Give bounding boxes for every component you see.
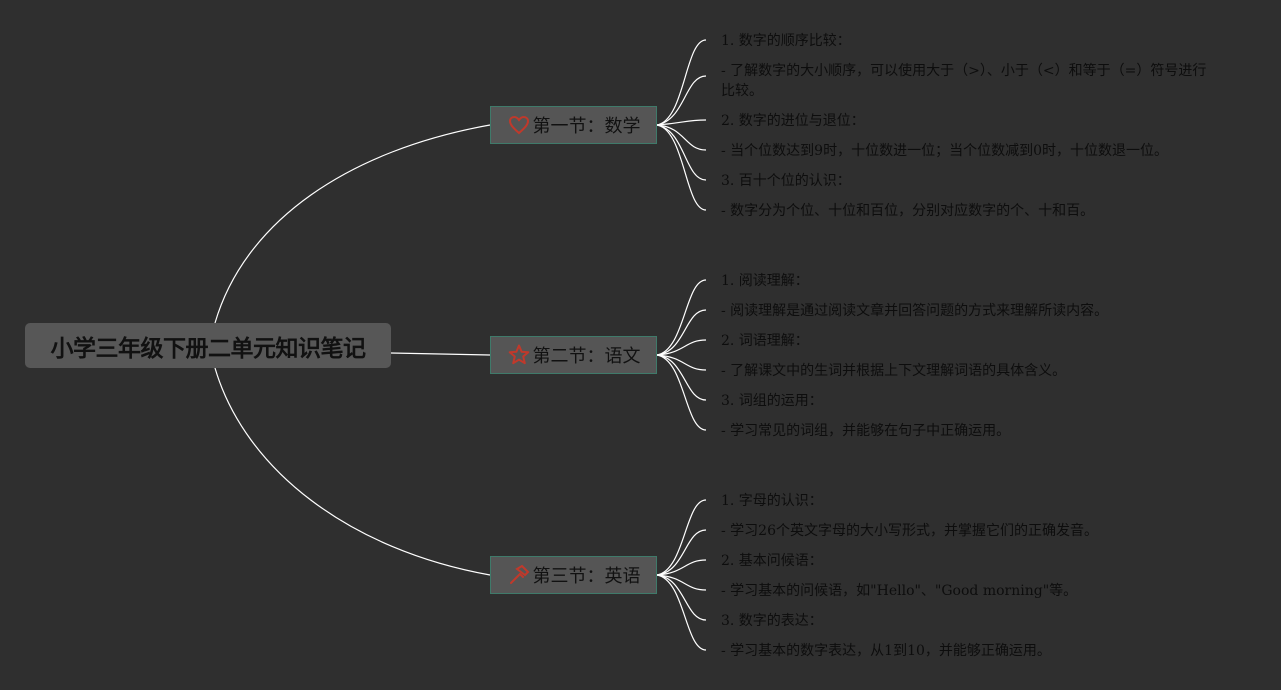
section-3-leaf-2-connector [656, 529, 707, 576]
heart-icon [507, 113, 531, 137]
section-3-leaf-1-connector [656, 499, 707, 576]
leaf-text[interactable]: - 了解数字的大小顺序，可以使用大于（>）、小于（<）和等于（=）符号进行比较。 [721, 63, 1207, 99]
section-node-math[interactable]: 第一节：数学 [490, 106, 657, 144]
section-1-leaf-2-connector [656, 75, 707, 126]
leaf-text[interactable]: 3. 词组的运用： [721, 393, 823, 409]
leaf-text[interactable]: - 学习常见的词组，并能够在句子中正确运用。 [721, 423, 1011, 439]
leaf-text[interactable]: - 学习26个英文字母的大小写形式，并掌握它们的正确发音。 [721, 523, 1098, 539]
leaf-text[interactable]: 2. 数字的进位与退位： [721, 113, 865, 129]
section-2-leaf-5-connector [656, 354, 707, 401]
section-node-chinese[interactable]: 第二节：语文 [490, 336, 657, 374]
leaf-text[interactable]: - 阅读理解是通过阅读文章并回答问题的方式来理解所读内容。 [721, 303, 1109, 319]
section-2-leaf-1-connector [656, 279, 707, 356]
section-2-leaf-6-connector [656, 354, 707, 431]
hammer-icon [507, 563, 531, 587]
leaf-text[interactable]: 1. 字母的认识： [721, 493, 823, 509]
section-1-leaf-4-connector [656, 124, 707, 151]
section-1-leaf-1-connector [656, 39, 707, 126]
section-3-leaf-5-connector [656, 574, 707, 621]
section-3-leaf-3-connector [656, 559, 707, 576]
section-node-english[interactable]: 第三节：英语 [490, 556, 657, 594]
section-1-leaf-6-connector [656, 124, 707, 211]
root-to-section-1-connector [214, 124, 491, 324]
section-2-leaf-3-connector [656, 339, 707, 356]
leaf-text[interactable]: - 当个位数达到9时，十位数进一位；当个位数减到0时，十位数退一位。 [721, 143, 1168, 159]
leaf-text[interactable]: 1. 数字的顺序比较： [721, 33, 851, 49]
section-2-leaf-2-connector [656, 309, 707, 356]
leaf-text[interactable]: - 数字分为个位、十位和百位，分别对应数字的个、十和百。 [721, 203, 1095, 219]
leaf-text[interactable]: 1. 阅读理解： [721, 273, 809, 289]
root-to-section-2-connector [390, 352, 491, 356]
root-to-section-3-connector [214, 367, 491, 576]
root-topic[interactable]: 小学三年级下册二单元知识笔记 [25, 323, 391, 368]
leaf-text[interactable]: 2. 词语理解： [721, 333, 809, 349]
section-1-leaf-3-connector [656, 119, 707, 126]
leaf-text[interactable]: 2. 基本问候语： [721, 553, 823, 569]
leaf-text[interactable]: 3. 百十个位的认识： [721, 173, 851, 189]
leaf-text[interactable]: - 学习基本的问候语，如"Hello"、"Good morning"等。 [721, 583, 1078, 599]
leaf-text[interactable]: - 了解课文中的生词并根据上下文理解词语的具体含义。 [721, 363, 1067, 379]
section-title: 第三节：英语 [532, 566, 641, 587]
section-title: 第二节：语文 [532, 346, 641, 367]
leaf-text[interactable]: 3. 数字的表达： [721, 613, 823, 629]
leaf-text[interactable]: - 学习基本的数字表达，从1到10，并能够正确运用。 [721, 643, 1051, 659]
section-1-leaf-5-connector [656, 124, 707, 181]
star-icon [507, 343, 531, 367]
section-3-leaf-6-connector [656, 574, 707, 651]
section-title: 第一节：数学 [532, 116, 641, 137]
